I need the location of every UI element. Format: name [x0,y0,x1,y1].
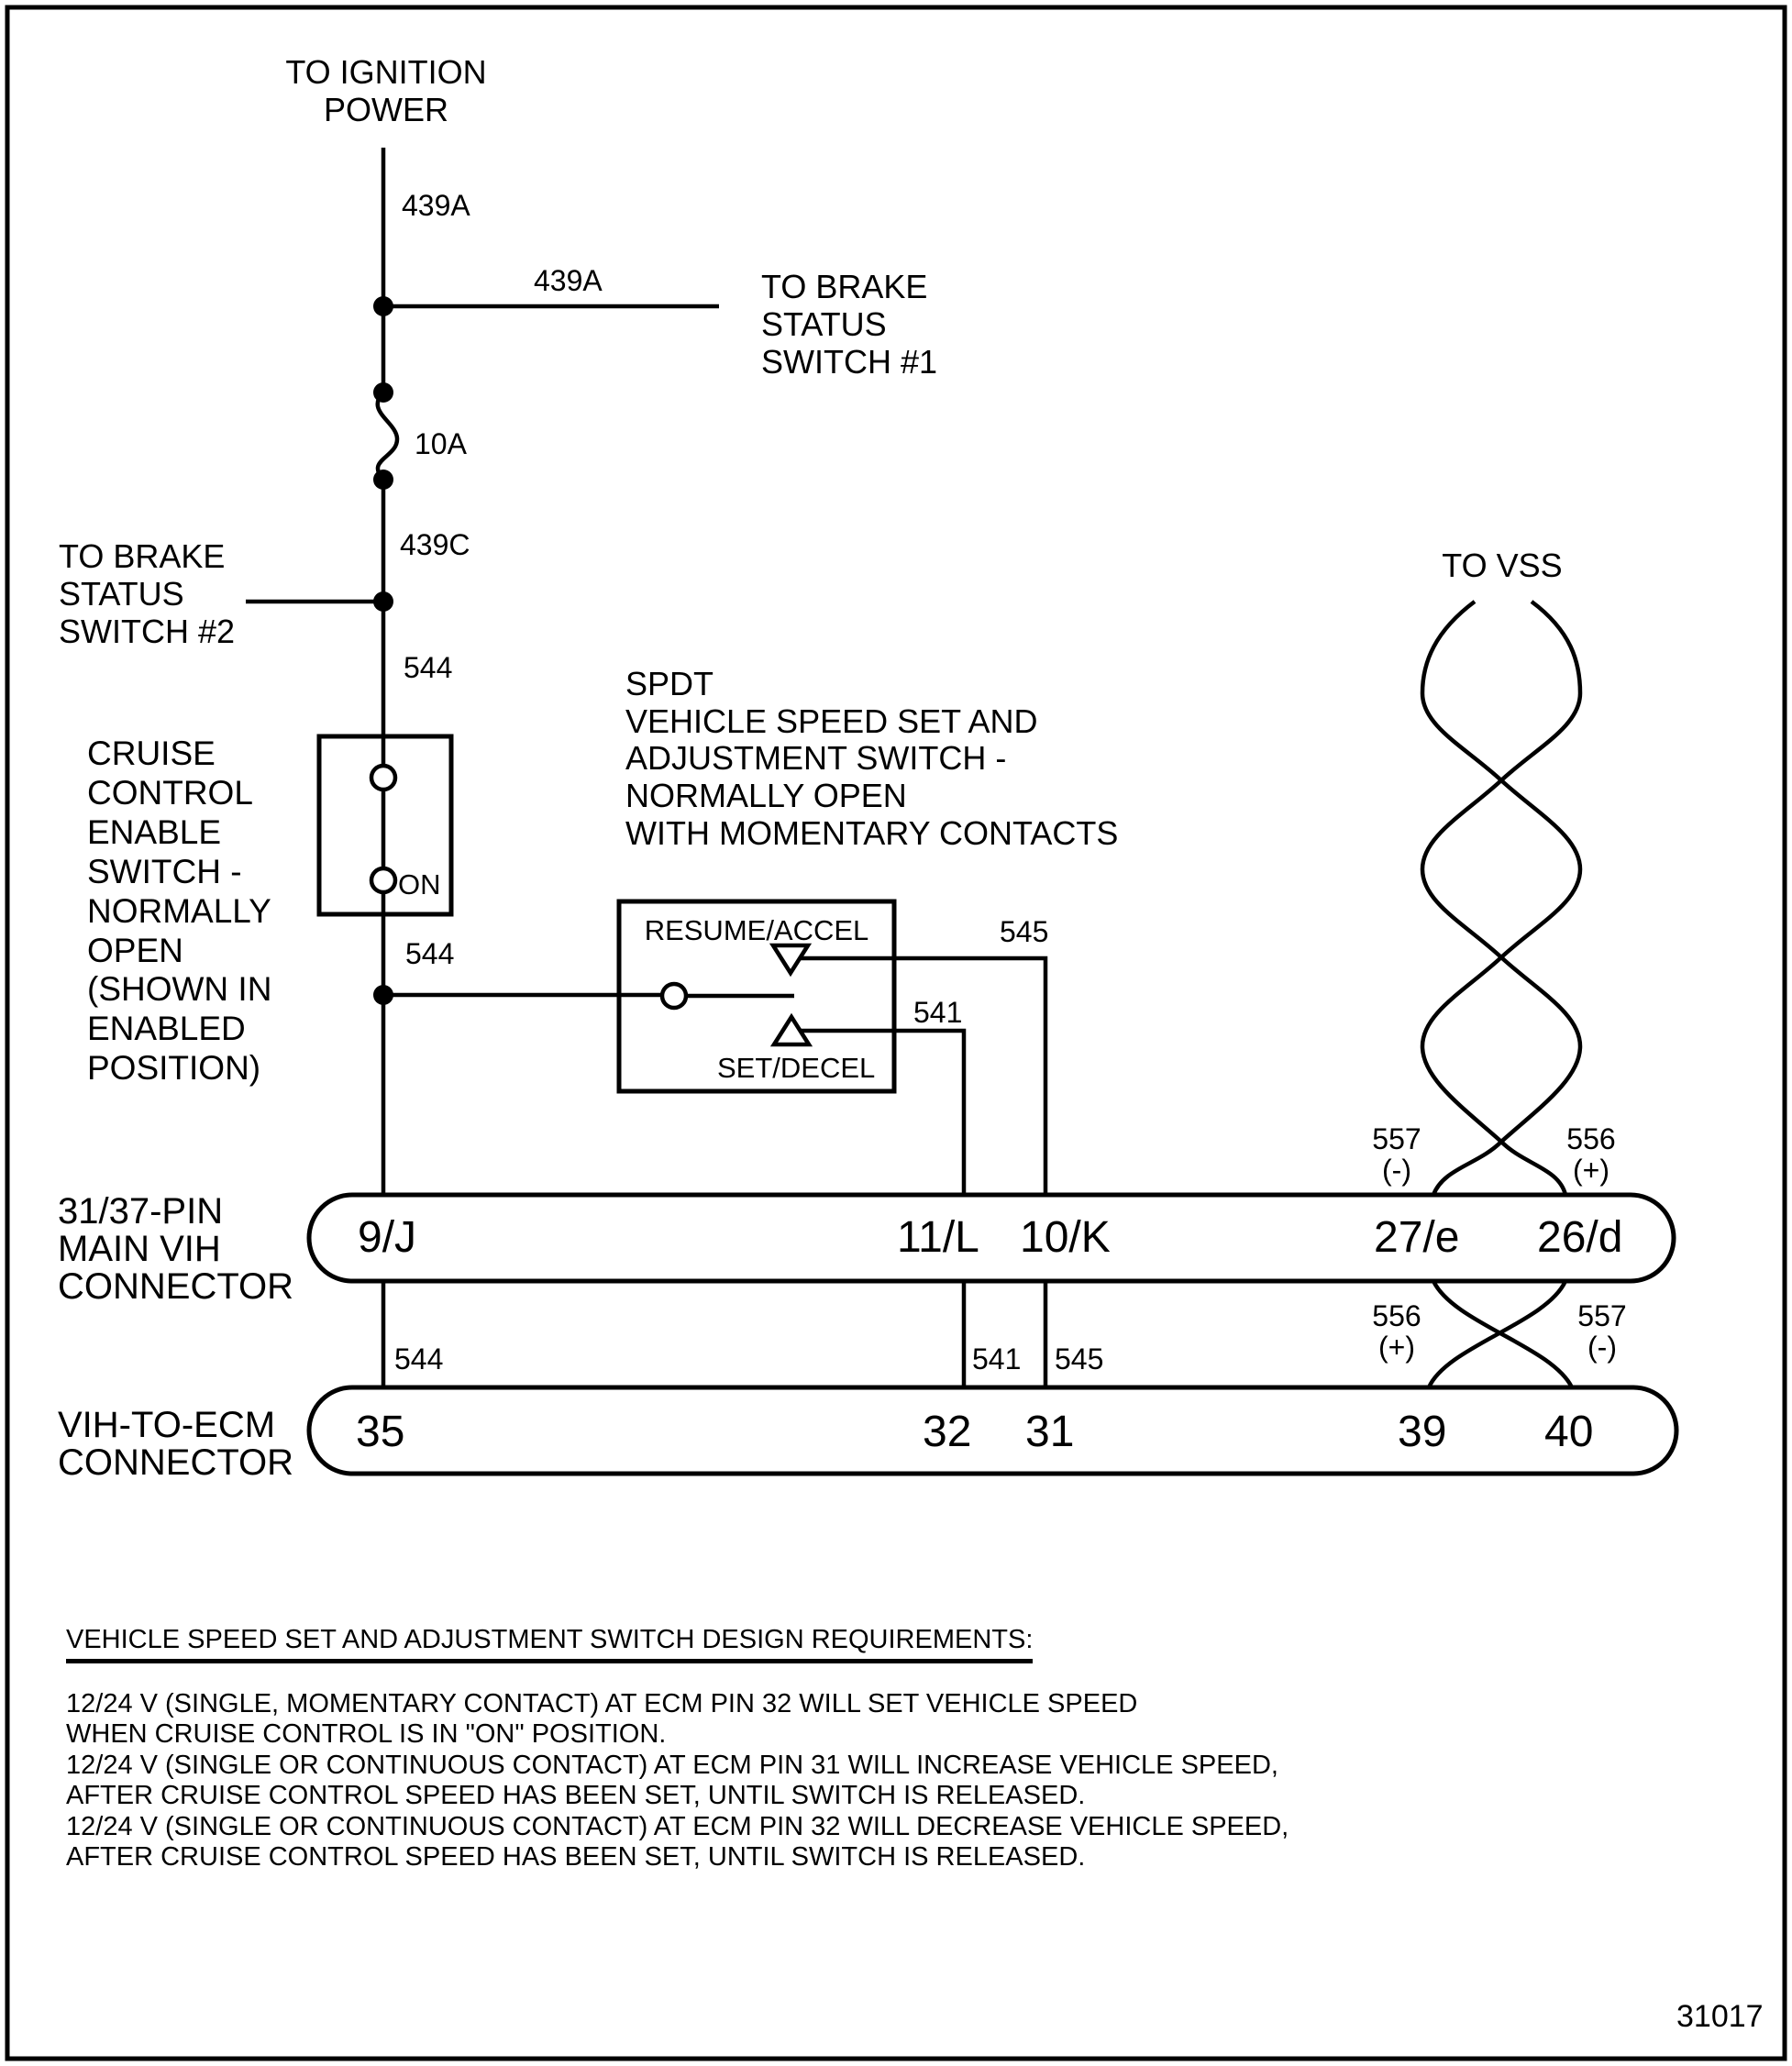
ecm-pin-40: 40 [1544,1408,1594,1456]
wire-label-541-between: 541 [972,1342,1022,1375]
set-decel-contact-icon [769,1012,813,1047]
ecm-pin-32: 32 [923,1408,972,1456]
set-decel-label: SET/DECEL [717,1052,876,1084]
ignition-power-label: TO IGNITION POWER [285,53,487,129]
ecm-pin-31: 31 [1025,1408,1075,1456]
spdt-switch-box [616,899,897,1094]
wire-label-439c: 439C [400,528,470,561]
junction-dot [373,985,393,1005]
wire-541 [800,1028,967,1195]
ecm-pin-35: 35 [356,1408,405,1456]
wire-label-541: 541 [913,996,963,1029]
vss-strand-crossover [1431,1279,1575,1389]
resume-accel-label: RESUME/ACCEL [644,914,869,946]
vss-twisted-pair-icon [1420,600,1583,1389]
resume-accel-contact-icon [769,943,813,978]
spdt-pole-contact-icon [659,981,689,1011]
wire-label-544-above: 544 [404,651,453,684]
wire-label-439a-vertical: 439A [402,189,470,222]
page-border [5,5,1787,2061]
vss-wire-label-556-lower: 556 (+) [1372,1299,1421,1364]
wire-label-545-between: 545 [1055,1342,1104,1375]
main-pin-11L: 11/L [897,1213,979,1262]
junction-dots [373,296,393,1005]
vss-wire-label-557-upper: 557 (-) [1372,1122,1421,1187]
ecm-pin-39: 39 [1398,1408,1447,1456]
fuse-icon [375,391,400,481]
main-pin-10K: 10/K [1020,1213,1111,1262]
vss-strand [1420,600,1583,1196]
vss-wire-label-556-upper: 556 (+) [1566,1122,1616,1187]
main-pin-9J: 9/J [358,1213,417,1262]
enable-switch-contact-icon [369,866,398,895]
enable-switch-contact-icon [369,763,398,792]
fuse-rating-label: 10A [415,427,467,460]
vss-strand [1420,600,1583,1196]
main-pin-26d: 26/d [1537,1213,1623,1262]
wire-545 [800,956,1048,1195]
main-pin-27e: 27/e [1374,1213,1460,1262]
vss-label: TO VSS [1442,547,1563,584]
fuse-terminal-dot [373,382,393,403]
enable-switch-box [316,734,454,917]
main-vih-connector-label: 31/37-PIN MAIN VIH CONNECTOR [58,1191,294,1307]
brake-status-switch1-label: TO BRAKE STATUS SWITCH #1 [761,268,938,381]
wire-segments [246,148,1048,1387]
notes-body: 12/24 V (SINGLE, MOMENTARY CONTACT) AT E… [66,1689,1289,1873]
wire-label-544-below: 544 [405,937,455,970]
junction-dot [373,591,393,612]
main-vih-connector-outline [306,1192,1676,1284]
figure-number: 31017 [1676,1999,1764,2034]
enable-switch-label: CRUISE CONTROL ENABLE SWITCH - NORMALLY … [87,735,272,1088]
fuse-terminal-dot [373,470,393,490]
wire-label-544-between: 544 [394,1342,444,1375]
enable-switch-on-label: ON [398,868,441,900]
wire-label-545: 545 [1000,915,1049,948]
vss-wire-label-557-lower: 557 (-) [1577,1299,1627,1364]
spdt-switch-label: SPDT VEHICLE SPEED SET AND ADJUSTMENT SW… [625,665,1119,852]
junction-dot [373,296,393,316]
wire-label-439a-branch: 439A [534,264,603,297]
vih-to-ecm-connector-label: VIH-TO-ECM CONNECTOR [58,1405,294,1483]
brake-status-switch2-label: TO BRAKE STATUS SWITCH #2 [59,537,236,651]
vss-strand-crossover [1426,1279,1568,1389]
notes-heading: VEHICLE SPEED SET AND ADJUSTMENT SWITCH … [66,1625,1034,1664]
vih-to-ecm-connector-outline [306,1385,1679,1476]
